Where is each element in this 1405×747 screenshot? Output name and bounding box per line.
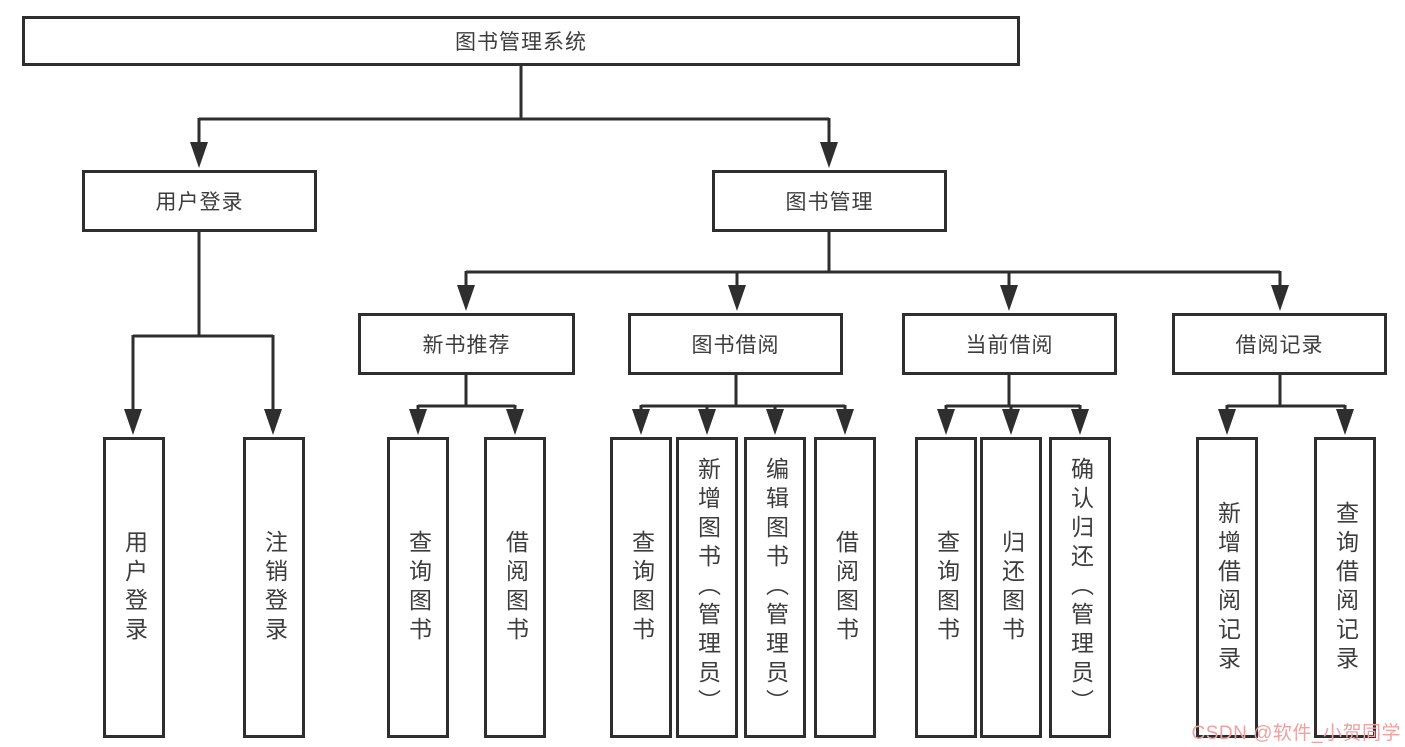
leaf-query-borrow-record-label: 查询借阅记录 <box>1332 500 1359 675</box>
leaf-add-books-admin: 新增图书（管理员） <box>676 437 738 738</box>
leaf-logout: 注销登录 <box>243 437 305 738</box>
leaf-return-books-label: 归还图书 <box>998 529 1025 646</box>
leaf-borrow-books-recommend-label: 借阅图书 <box>502 529 529 646</box>
leaf-query-books-current: 查询图书 <box>915 437 977 738</box>
node-new-book-recommend: 新书推荐 <box>358 313 575 375</box>
leaf-query-books-current-label: 查询图书 <box>933 529 960 646</box>
leaf-user-login-action: 用户登录 <box>103 437 165 738</box>
node-borrow-records: 借阅记录 <box>1172 313 1387 375</box>
node-book-borrow: 图书借阅 <box>628 313 843 375</box>
leaf-query-books-recommend-label: 查询图书 <box>405 529 432 646</box>
node-new-book-recommend-label: 新书推荐 <box>422 334 511 357</box>
node-user-login: 用户登录 <box>82 170 317 232</box>
connector-book-borrow-branch <box>632 375 854 435</box>
leaf-user-login-action-label: 用户登录 <box>121 529 148 646</box>
leaf-confirm-return-admin-label: 确认归还（管理员） <box>1067 457 1094 718</box>
leaf-confirm-return-admin: 确认归还（管理员） <box>1049 437 1111 738</box>
connector-records-branch <box>1218 375 1354 435</box>
leaf-add-borrow-record-label: 新增借阅记录 <box>1214 500 1241 675</box>
node-book-borrow-label: 图书借阅 <box>691 334 780 357</box>
leaf-query-books-borrow: 查询图书 <box>610 437 672 738</box>
connector-user-login-branch <box>124 232 282 435</box>
leaf-query-books-borrow-label: 查询图书 <box>628 529 655 646</box>
leaf-add-borrow-record: 新增借阅记录 <box>1196 437 1258 738</box>
connector-current-borrow-branch <box>937 375 1089 435</box>
csdn-watermark: CSDN @软件_小贺同学 <box>1191 723 1401 744</box>
leaf-return-books: 归还图书 <box>980 437 1042 738</box>
leaf-borrow-books-action: 借阅图书 <box>814 437 876 738</box>
leaf-add-books-admin-label: 新增图书（管理员） <box>694 457 721 718</box>
leaf-logout-label: 注销登录 <box>261 529 288 646</box>
node-borrow-records-label: 借阅记录 <box>1235 334 1324 357</box>
node-root-label: 图书管理系统 <box>455 31 587 54</box>
leaf-edit-books-admin-label: 编辑图书（管理员） <box>762 457 789 718</box>
connector-book-management-branch <box>457 232 1289 311</box>
leaf-edit-books-admin: 编辑图书（管理员） <box>744 437 806 738</box>
leaf-borrow-books-action-label: 借阅图书 <box>832 529 859 646</box>
node-root-library-system: 图书管理系统 <box>22 16 1020 66</box>
node-book-management: 图书管理 <box>712 170 947 232</box>
connector-new-book-branch <box>409 375 524 435</box>
node-current-borrow-label: 当前借阅 <box>965 334 1054 357</box>
node-current-borrow: 当前借阅 <box>902 313 1117 375</box>
connector-root-to-level2 <box>190 64 838 168</box>
leaf-borrow-books-recommend: 借阅图书 <box>484 437 546 738</box>
leaf-query-borrow-record: 查询借阅记录 <box>1314 437 1376 738</box>
node-book-management-label: 图书管理 <box>785 191 874 214</box>
leaf-query-books-recommend: 查询图书 <box>387 437 449 738</box>
node-user-login-label: 用户登录 <box>155 191 244 214</box>
